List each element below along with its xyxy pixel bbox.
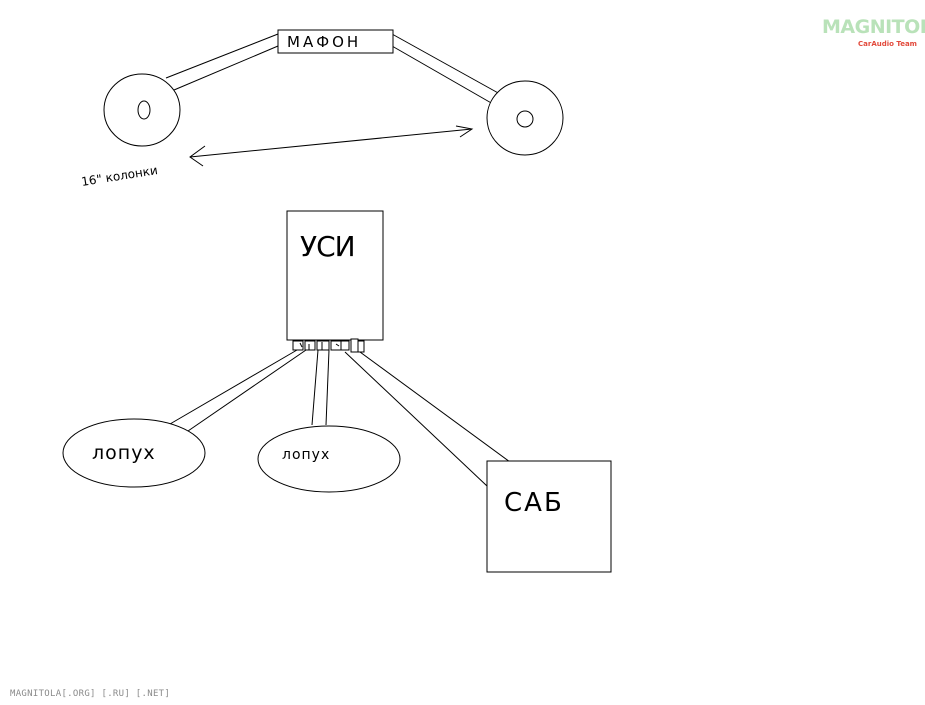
footer-watermark: MAGNITOLA[.ORG] [.RU] [.NET] [10, 689, 171, 699]
tweeter-center: лопух [257, 425, 401, 493]
subwoofer-label: САБ [504, 488, 564, 518]
amp-to-subwoofer-wire [344, 351, 511, 487]
speaker-distance-arrow [189, 125, 474, 167]
speakers-note: 16" колонки [80, 163, 158, 189]
subwoofer: САБ [486, 460, 612, 573]
tweeter-left: лопух [62, 418, 206, 488]
right-speaker-cone [516, 110, 534, 128]
magnitola-logo: MAGNITOLA CarAudio Team [822, 16, 925, 52]
head-unit: МАФОН [277, 29, 394, 54]
head-unit-left-wire [165, 33, 279, 91]
tweeter-center-label: лопух [282, 447, 330, 463]
amp-to-tweeter-center-wire [311, 349, 330, 426]
logo-subtext: CarAudio Team [858, 40, 917, 48]
amplifier-label: УСИ [300, 230, 355, 263]
left-speaker-cone [137, 100, 151, 120]
amplifier: УСИ [286, 210, 384, 341]
amplifier-terminals [292, 338, 365, 353]
right-speaker [486, 80, 564, 156]
logo-text: MAGNITOLA [822, 16, 925, 38]
head-unit-label: МАФОН [287, 33, 361, 51]
head-unit-right-wire [391, 33, 501, 105]
tweeter-left-label: лопух [92, 442, 156, 464]
amp-to-tweeter-left-wire [169, 349, 307, 432]
left-speaker [103, 73, 181, 147]
